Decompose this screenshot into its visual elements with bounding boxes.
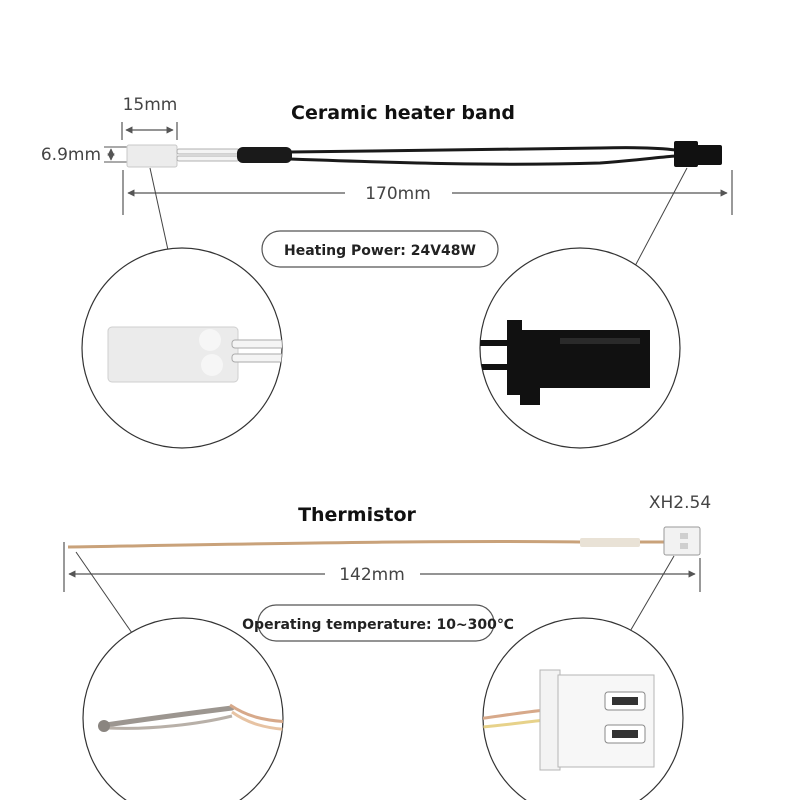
- thermistor-spec-label: Operating temperature: 10~300℃: [242, 617, 514, 633]
- heater-width-dimension: 15mm: [121, 95, 178, 140]
- thermistor-connector: [663, 526, 701, 556]
- heater-section: Ceramic heater band 15mm 6.9mm: [41, 95, 733, 449]
- heater-width-label: 15mm: [123, 95, 178, 115]
- heater-spec-badge: Heating Power: 24V48W: [261, 230, 499, 268]
- thermistor-length-dimension: 142mm: [63, 542, 701, 592]
- thermistor-spec-badge: Operating temperature: 10~300℃: [242, 604, 514, 642]
- thermistor-leader-right: [624, 555, 675, 641]
- thermistor-wire: [67, 538, 666, 549]
- thermistor-leader-left: [75, 551, 133, 634]
- heater-connector: [674, 141, 722, 167]
- thermistor-zoom-connector: [482, 617, 684, 800]
- heater-leader-left: [149, 167, 169, 251]
- heater-title: Ceramic heater band: [291, 102, 515, 124]
- heater-leader-right: [633, 167, 688, 269]
- ceramic-heater: [126, 144, 292, 168]
- heater-spec-label: Heating Power: 24V48W: [284, 243, 476, 259]
- heater-length-label: 170mm: [365, 184, 431, 204]
- heater-zoom-ceramic: [81, 247, 283, 449]
- heater-cable: [289, 146, 677, 166]
- heater-height-label: 6.9mm: [41, 145, 101, 165]
- thermistor-title: Thermistor: [298, 504, 416, 526]
- heater-length-dimension: 170mm: [122, 170, 733, 215]
- thermistor-section: Thermistor XH2.54 142mm Operating temper…: [63, 493, 711, 800]
- thermistor-length-label: 142mm: [339, 565, 405, 585]
- thermistor-zoom-probe: [82, 617, 284, 800]
- heater-zoom-connector: [479, 247, 681, 449]
- thermistor-connector-label: XH2.54: [649, 493, 711, 513]
- heater-height-dimension: 6.9mm: [41, 145, 128, 165]
